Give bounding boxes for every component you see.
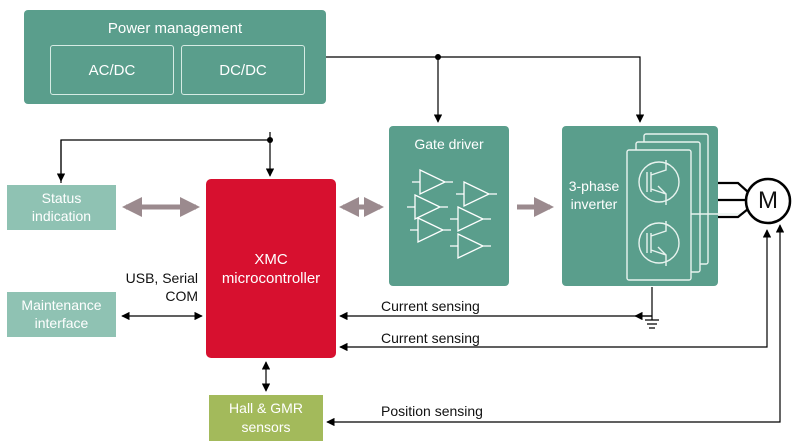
gate-driver-buffers-icon bbox=[407, 168, 497, 260]
hall-line2: sensors bbox=[241, 419, 291, 435]
mcu-power-junction-dot bbox=[267, 137, 273, 143]
inverter-label-line1: 3-phase bbox=[568, 178, 620, 194]
motor-circle bbox=[744, 177, 792, 225]
current-sensing-2-line bbox=[339, 229, 772, 352]
status-line1: Status bbox=[41, 190, 82, 206]
power-junction-dot bbox=[435, 54, 441, 60]
position-sensing-line bbox=[326, 224, 785, 427]
maintenance-interface-block: Maintenance interface bbox=[7, 292, 116, 337]
mcu-power-lines bbox=[56, 132, 275, 183]
motor-phase-lines bbox=[718, 181, 749, 219]
gate-driver-title: Gate driver bbox=[414, 136, 484, 152]
inverter-label-line2: inverter bbox=[570, 196, 618, 212]
usb-serial-label-line2: COM bbox=[165, 288, 198, 304]
current-sensing-1-line bbox=[339, 287, 659, 329]
mcu-line2: microcontroller bbox=[221, 270, 321, 287]
xmc-microcontroller-block: XMC microcontroller bbox=[206, 179, 336, 358]
maintenance-line1: Maintenance bbox=[21, 297, 102, 313]
dcdc-block: DC/DC bbox=[181, 45, 305, 95]
power-management-block: Power management AC/DC DC/DC bbox=[24, 10, 326, 104]
hall-gmr-sensors-block: Hall & GMR sensors bbox=[209, 395, 323, 441]
hall-line1: Hall & GMR bbox=[229, 400, 303, 416]
motor-label-top: M bbox=[758, 187, 778, 214]
usb-serial-label-line1: USB, Serial bbox=[125, 270, 198, 286]
maintenance-line2: interface bbox=[34, 315, 89, 331]
power-distribution-lines bbox=[326, 56, 645, 123]
status-line2: indication bbox=[31, 208, 92, 224]
power-management-title: Power management bbox=[107, 20, 243, 37]
inverter-modules-icon bbox=[626, 133, 744, 281]
mcu-line1: XMC bbox=[254, 251, 288, 268]
acdc-block: AC/DC bbox=[50, 45, 174, 95]
status-indication-block: Status indication bbox=[7, 185, 116, 230]
